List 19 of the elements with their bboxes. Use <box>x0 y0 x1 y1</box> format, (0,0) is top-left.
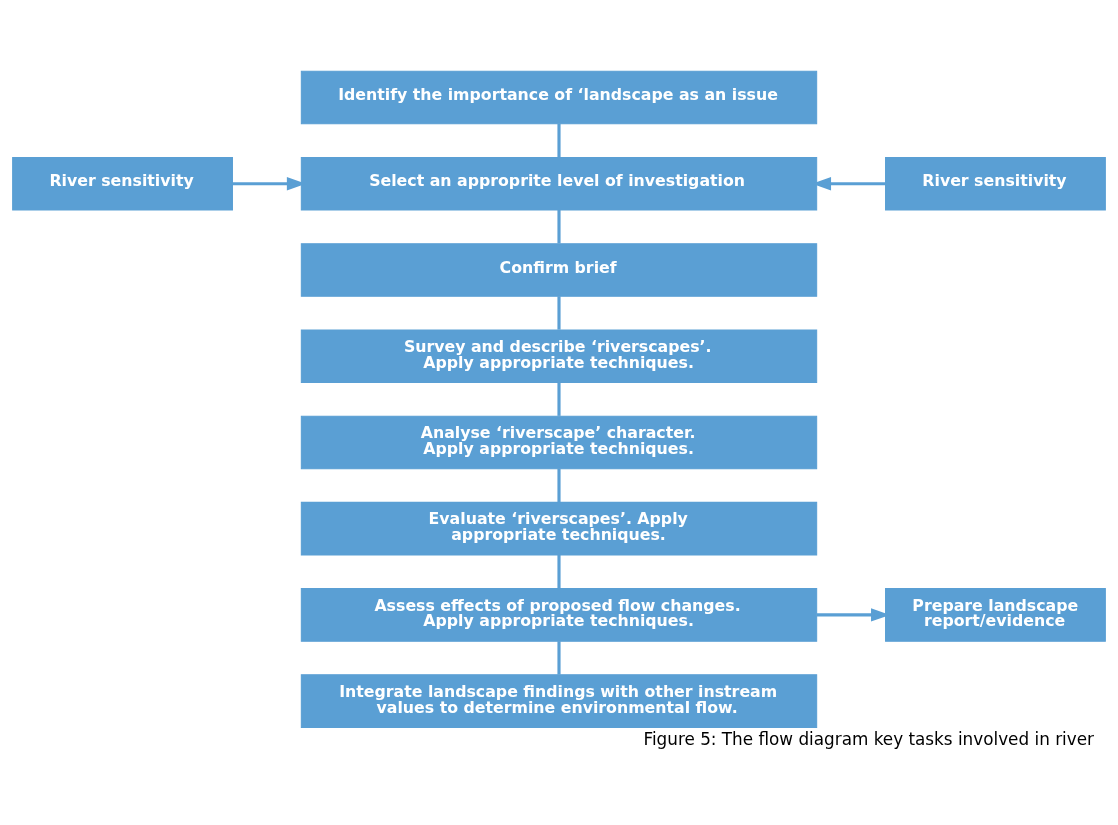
connector <box>557 295 561 330</box>
node-box: Identify the importance of ‘landscape as an issue <box>300 70 818 124</box>
connector <box>557 640 561 675</box>
node-box: Analyse ‘riverscape’ character. Apply appropriate techniques. <box>300 415 818 469</box>
node-box: Confirm brief <box>300 242 818 297</box>
node-box: Select an approprite level of investigation <box>300 156 818 211</box>
node-box: Evaluate ‘riverscapes’. Apply appropriate techniques. <box>300 501 818 555</box>
connector <box>557 554 561 588</box>
caption: Figure 5: The flow diagram key tasks involved in river <box>643 728 1094 749</box>
node-box: Prepare landscape report/evidence <box>885 587 1106 642</box>
connector <box>557 123 561 157</box>
node-box: Survey and describe ‘riverscapes’. Apply appropriate techniques. <box>300 328 818 383</box>
connector <box>557 209 561 243</box>
connector <box>557 382 561 416</box>
node-box: Assess effects of proposed flow changes. Apply appropriate techniques. <box>300 587 818 642</box>
node-box: Integrate landscape findings with other instream values to determine environmental flow. <box>300 673 818 728</box>
node-box: River sensitivity <box>12 156 233 211</box>
connector <box>557 468 561 502</box>
node-box: River sensitivity <box>885 156 1106 211</box>
